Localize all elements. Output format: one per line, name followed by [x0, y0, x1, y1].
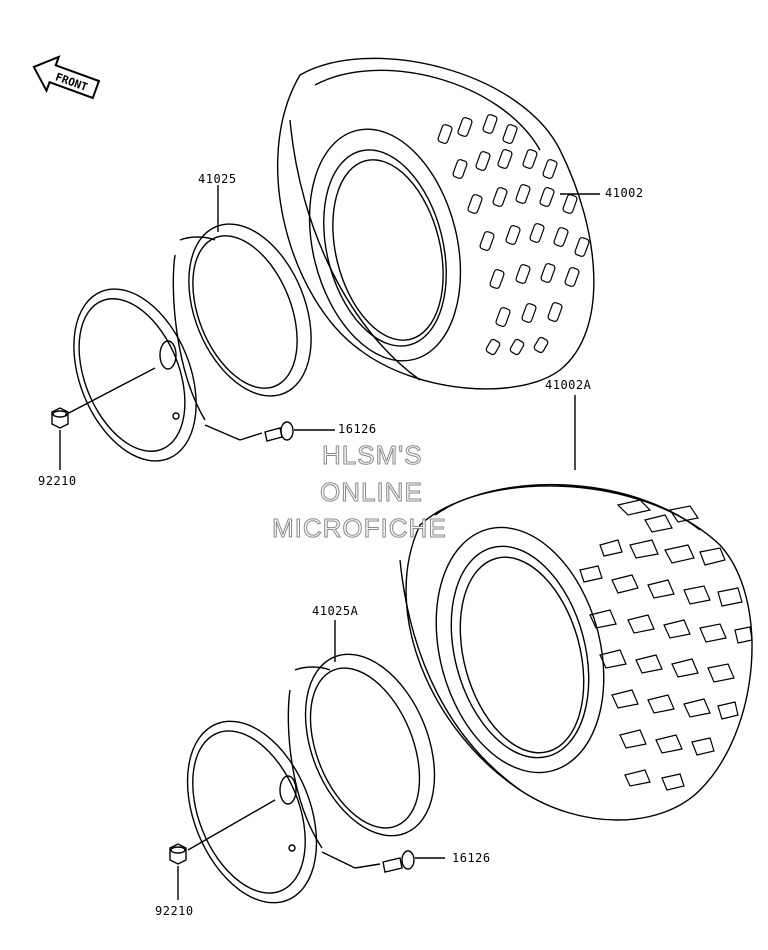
- tire-41002: [276, 57, 595, 390]
- front-arrow-icon: FRONT: [32, 55, 101, 100]
- valve-16126-top: [264, 421, 294, 442]
- part-label-41025: 41025: [198, 172, 237, 186]
- part-label-41025A: 41025A: [312, 604, 359, 618]
- nut-92210-bottom: [169, 843, 187, 865]
- watermark-line-2: ONLINE: [320, 477, 423, 508]
- part-label-92210-bottom: 92210: [155, 904, 194, 918]
- part-label-41002A: 41002A: [545, 378, 592, 392]
- part-label-92210-top: 92210: [38, 474, 77, 488]
- tread-pattern: [437, 114, 590, 356]
- rim-41025A: [186, 653, 436, 904]
- rim-41025: [64, 223, 312, 462]
- nut-92210-top: [51, 407, 69, 429]
- tread-pattern: [579, 499, 753, 791]
- watermark-line-1: HLSM'S: [322, 440, 423, 471]
- part-label-16126-bottom: 16126: [452, 851, 491, 865]
- tire-41002A: [399, 483, 753, 821]
- watermark-line-3: MICROFICHE: [272, 513, 447, 544]
- part-label-16126-top: 16126: [338, 422, 377, 436]
- valve-16126-bottom: [382, 850, 415, 873]
- part-label-41002: 41002: [605, 186, 644, 200]
